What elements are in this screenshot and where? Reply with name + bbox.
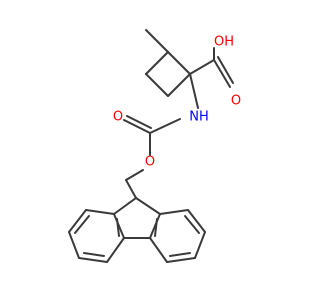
bond-carbonyl-double-a [123,119,151,134]
bond-rb-5 [149,237,168,263]
molecule-drawing: OH O NH O O [68,29,241,263]
bond-rb-d2 [169,252,191,257]
bond-lb-d3 [116,218,120,237]
bond-lb-4 [78,257,108,263]
bond-c-cooh [189,59,215,75]
bond-o-ch2 [125,169,144,181]
bond-ring-2 [167,73,191,97]
atom-label-amide-nitrogen: NH [189,110,209,125]
atom-label-hydroxyl: OH [214,35,234,50]
bond-ch2-fluorenyl [125,179,137,199]
bond-c-n [189,73,199,109]
bond-f5-4 [149,213,161,239]
bond-lb-d1 [74,215,90,234]
bond-lb-5 [106,237,125,263]
bond-lb-d2 [83,252,105,257]
bond-ring-4 [145,51,169,75]
bond-lb-2 [68,209,87,233]
bond-rb-d1 [184,215,200,234]
structure-diagram: OH O NH O O [68,29,242,263]
atom-label-ester-oxygen: O [145,155,155,170]
bond-ring-3 [145,73,169,97]
bond-carbonyl-double-b [126,115,152,129]
bond-ring-1 [167,51,191,75]
bond-rb-2 [187,209,206,233]
bond-methyl [145,29,169,53]
bond-n-c [149,118,181,134]
bond-f5-1 [113,197,137,215]
bond-lb-3 [68,231,80,259]
bond-cooh-double-a [213,59,231,88]
atom-label-carbamate-oxygen: O [113,110,123,125]
bond-f5-2 [113,213,125,239]
bond-rb-4 [166,257,196,263]
bond-lb-1 [85,209,115,215]
bond-f5-5 [135,197,161,215]
bond-rb-d3 [154,218,158,237]
bond-rb-3 [194,231,206,259]
bond-cooh-double-b [217,56,234,84]
bond-rb-1 [159,209,189,215]
atom-label-carbonyl-oxygen: O [231,94,241,109]
